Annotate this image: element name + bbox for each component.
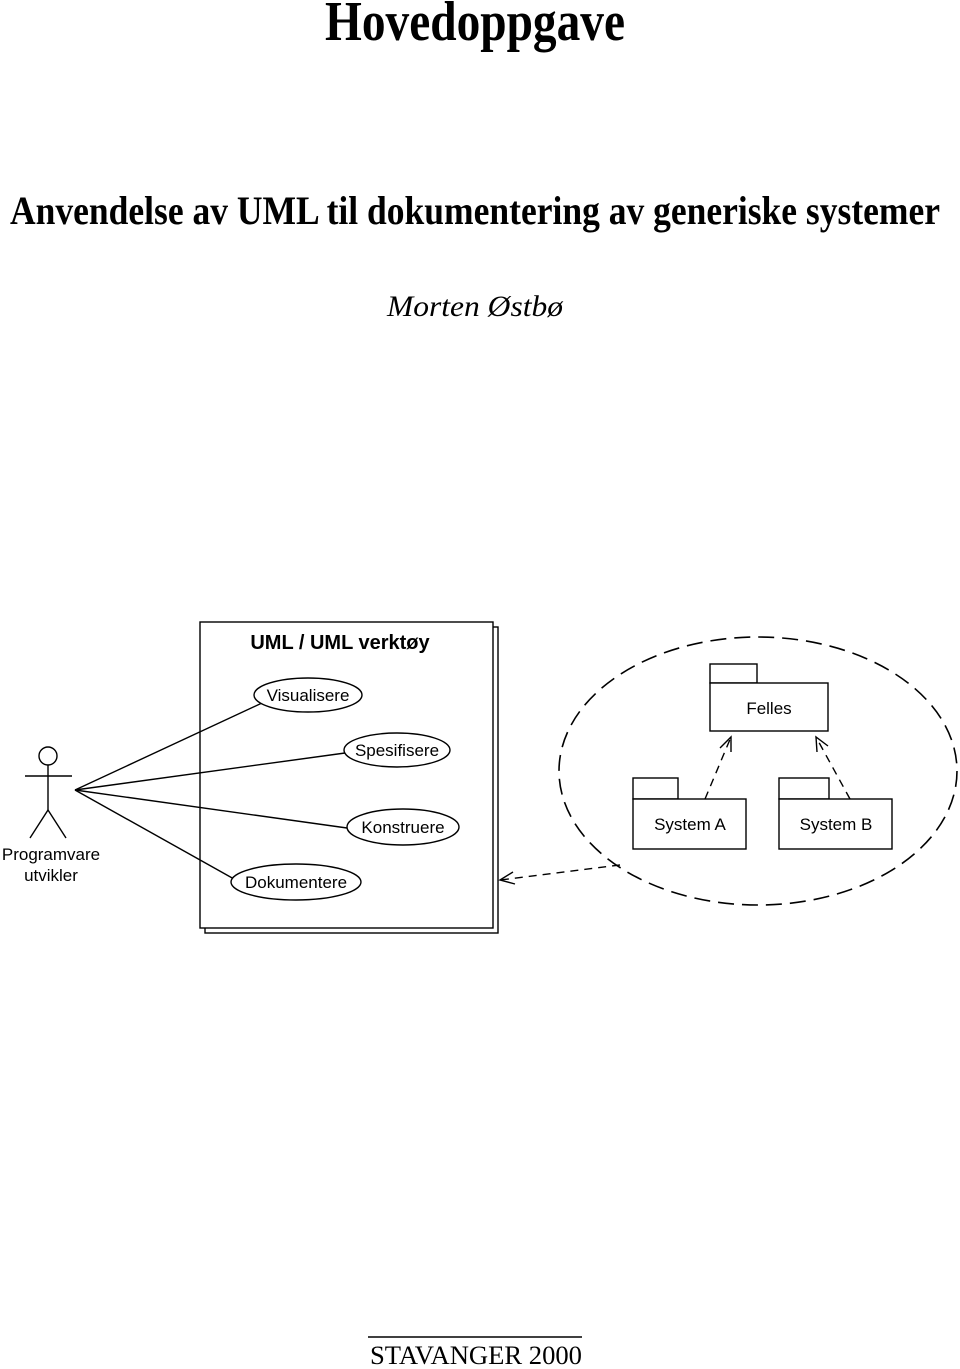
package-system-a: System A	[632, 777, 747, 850]
association-dokumentere	[74, 789, 235, 880]
generic-system-ellipse	[558, 636, 958, 906]
document-title: Hovedoppgave	[325, 0, 625, 53]
dependency-arrow-to-uml	[498, 864, 621, 885]
document-subtitle: Anvendelse av UML til dokumentering av g…	[10, 188, 940, 233]
package-body	[632, 798, 747, 850]
author-name: Morten Østbø	[386, 290, 564, 323]
package-tab	[632, 777, 679, 800]
package-tab	[778, 777, 830, 800]
actor-head	[38, 746, 58, 766]
actor-figure	[25, 746, 72, 839]
footer-place-year: STAVANGER 2000	[370, 1341, 582, 1369]
dependency-arrow-system-b	[815, 735, 851, 800]
dependency-arrow-system-a	[704, 735, 732, 800]
actor-label-line1: Programvare	[2, 845, 100, 864]
package-system-b: System B	[778, 777, 893, 850]
association-visualisere	[74, 702, 263, 791]
use-case-konstruere	[346, 808, 460, 846]
package-label-system-b: System B	[800, 815, 873, 834]
package-body	[709, 682, 829, 732]
association-spesifisere	[74, 752, 346, 791]
use-case-spesifisere	[343, 732, 451, 768]
package-label-system-a: System A	[654, 815, 726, 834]
boundary-label: UML / UML verktøy	[250, 632, 430, 654]
package-label-felles: Felles	[746, 699, 791, 718]
uml-diagram: UML / UML verktøy Programvare utvikler V…	[2, 621, 958, 934]
use-case-dokumentere	[230, 863, 362, 901]
use-case-label-dokumentere: Dokumentere	[245, 873, 347, 892]
use-case-label-spesifisere: Spesifisere	[355, 741, 439, 760]
use-case-label-visualisere: Visualisere	[267, 686, 350, 705]
actor-label-line2: utvikler	[24, 866, 78, 885]
use-case-visualisere	[253, 677, 363, 713]
use-case-label-konstruere: Konstruere	[361, 818, 444, 837]
actor-right-leg	[47, 809, 67, 839]
actor-left-leg	[29, 809, 49, 839]
package-felles: Felles	[709, 663, 829, 732]
association-konstruere	[74, 789, 348, 829]
package-tab	[709, 663, 758, 684]
package-body	[778, 798, 893, 850]
